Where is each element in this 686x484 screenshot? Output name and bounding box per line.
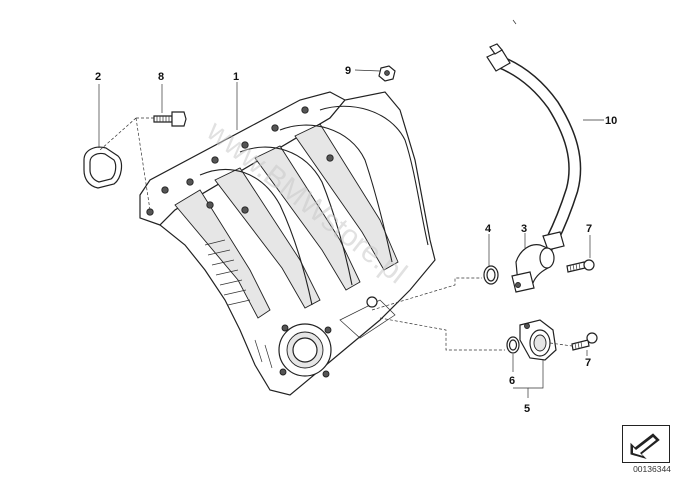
callout-10: 10: [605, 115, 617, 127]
hex-nut[interactable]: [378, 65, 396, 82]
callout-7-upper: 7: [586, 223, 592, 235]
callout-7-lower: 7: [585, 357, 591, 369]
callout-8: 8: [158, 71, 164, 83]
callout-2: 2: [95, 71, 101, 83]
intake-manifold[interactable]: [139, 91, 436, 396]
diagram-id: 00136344: [633, 464, 671, 474]
leader-lines: [98, 19, 604, 398]
vent-hose[interactable]: [486, 43, 582, 251]
screw-upper[interactable]: [566, 259, 595, 273]
callout-1: 1: [233, 71, 239, 83]
arrow-down-left-icon: [630, 433, 660, 460]
callout-9: 9: [345, 65, 351, 77]
callout-6: 6: [509, 375, 515, 387]
nav-arrow-button[interactable]: [622, 425, 670, 463]
screw-lower[interactable]: [571, 332, 598, 351]
elbow-connector[interactable]: [511, 244, 555, 293]
manifold-gasket[interactable]: [83, 146, 123, 189]
o-ring-lower[interactable]: [506, 336, 520, 354]
callout-5: 5: [524, 403, 530, 415]
screw-bolt[interactable]: [153, 111, 187, 127]
lower-connector[interactable]: [519, 319, 557, 361]
o-ring-upper[interactable]: [483, 265, 499, 285]
callout-3: 3: [521, 223, 527, 235]
callout-4: 4: [485, 223, 492, 235]
callouts: 1 2 3 4 5 6 7 7 8 9 10: [95, 65, 617, 415]
